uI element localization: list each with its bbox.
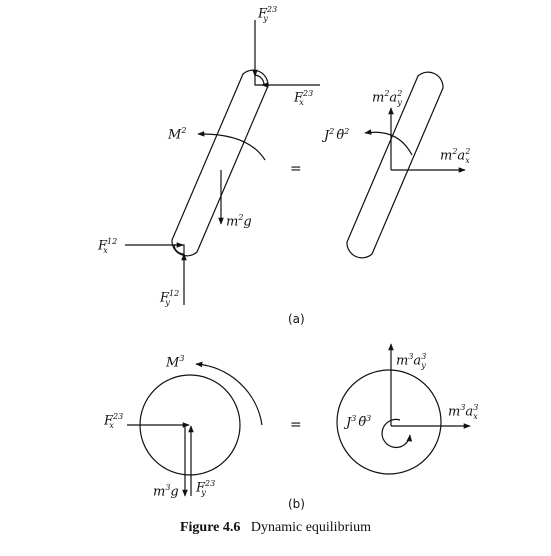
part-a-label: (a) [288,312,305,326]
inertia-j3-arrow [381,418,413,448]
label-fy23-b: F23y [196,479,216,497]
label-fx23: F23x [294,89,314,107]
label-m3: M3 [166,354,185,371]
joint-marker-lower [173,244,185,255]
label-fy12: F12y [160,289,180,307]
label-m3ay: m3a3y [396,352,427,370]
disc-3-kinetic [336,343,471,475]
label-m2: M2 [168,126,187,143]
label-fx23-b: F23x [104,412,124,430]
label-fy23: F23y [258,5,278,23]
moment-m2-arrow [197,131,266,161]
label-m2g: m2g [226,213,252,230]
figure-title: Dynamic equilibrium [250,520,372,535]
link-2-body [171,69,269,257]
disc-3-free-body [127,361,263,497]
link-2-body-kinetic [346,71,444,259]
disc-3-body-kinetic [336,369,442,475]
link-2-kinetic [346,71,466,259]
equals-b: = [290,417,302,433]
figure-caption: Figure 4.6 Dynamic equilibrium [0,520,551,536]
label-m3ax: m3a3x [448,403,479,421]
link-2-free-body [125,20,320,305]
label-fx12: F12x [98,237,118,255]
label-m2ay: m2a2y [372,89,403,107]
inertia-j2-arrow [364,129,413,156]
moment-m3-arrow [195,361,263,426]
equals-a: = [290,161,302,177]
joint-marker-upper [254,74,265,86]
label-m3g: m3g [153,483,179,500]
label-m2ax: m2a2x [440,147,471,165]
figure-number: Figure 4.6 [179,520,241,535]
part-b-label: (b) [288,497,305,511]
